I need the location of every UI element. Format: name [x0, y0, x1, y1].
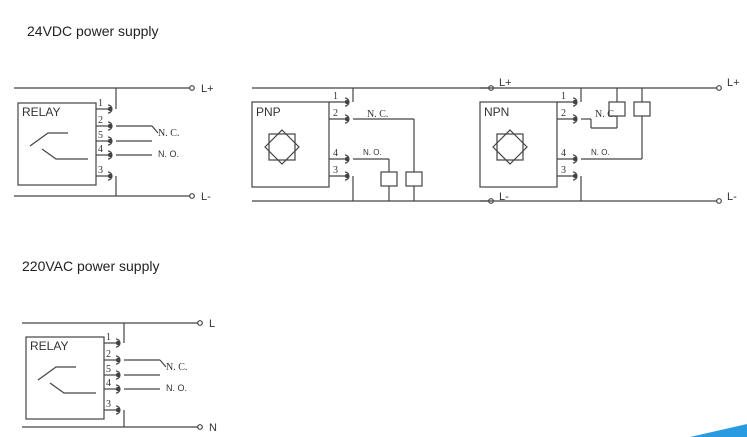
- relay-pin-number-1: 1: [106, 332, 111, 343]
- relay-socket-1-bullet: [115, 340, 121, 346]
- pnp-pin-number-1: 1: [333, 91, 338, 102]
- corner-accent-stripe: [690, 424, 747, 437]
- pnp-socket-2-bullet: [344, 116, 350, 122]
- npn-pin-number-4: 4: [561, 148, 566, 159]
- nc-label: N. C.: [166, 362, 187, 373]
- npn-socket-3-bullet: [572, 173, 578, 179]
- pnp-socket-4-bullet: [344, 156, 350, 162]
- pnp-sensor-diamond: [264, 129, 300, 165]
- relay-coil-line: [41, 148, 88, 160]
- pnp-pin-number-4: 4: [333, 148, 338, 159]
- relay-pin-number-4: 4: [98, 144, 103, 155]
- npn-label: NPN: [484, 105, 509, 119]
- pnp-lminus-label: L-: [499, 191, 509, 203]
- supply-top-label: L+: [201, 83, 214, 95]
- npn-pin-number-3: 3: [561, 165, 566, 176]
- relay-socket-1-bullet: [107, 106, 113, 112]
- terminal-bottom: [189, 193, 195, 199]
- no-label: N. O.: [166, 383, 187, 393]
- relay-pin-number-2: 2: [98, 115, 103, 126]
- supply-bottom-label: L-: [201, 191, 211, 203]
- relay-socket-3-bullet: [107, 173, 113, 179]
- relay-pin-number-5: 5: [98, 130, 103, 141]
- relay-socket-2-bullet: [115, 357, 121, 363]
- relay-socket-5-bullet: [115, 372, 121, 378]
- npn-pin-number-2: 2: [561, 108, 566, 119]
- npn-socket-2-bullet: [572, 116, 578, 122]
- pnp-socket-1-bullet: [344, 99, 350, 105]
- pnp-pin-number-2: 2: [333, 108, 338, 119]
- pnp-load-no: [380, 171, 398, 187]
- relay-pin-number-3: 3: [106, 399, 111, 410]
- pnp-load-nc: [405, 171, 423, 187]
- pnp-sensor-square: [268, 133, 296, 161]
- pnp-socket-3-bullet: [344, 173, 350, 179]
- relay-socket-3-bullet: [115, 407, 121, 413]
- terminal-bottom: [197, 424, 203, 430]
- pnp-box: [251, 101, 330, 188]
- nc-join: [151, 125, 159, 134]
- npn-socket-1-bullet: [572, 99, 578, 105]
- terminal-top: [189, 85, 195, 91]
- npn-lminus-label: L-: [727, 191, 737, 203]
- pnp-no-label: N. O.: [363, 148, 382, 157]
- supply-top-label: L: [209, 318, 215, 330]
- pnp-lplus-label: L+: [499, 77, 512, 89]
- npn-terminal-bottom: [716, 198, 722, 204]
- relay-socket-2-bullet: [107, 123, 113, 129]
- relay-pin-number-2: 2: [106, 349, 111, 360]
- relay-pin-number-3: 3: [98, 165, 103, 176]
- npn-sensor-diamond: [492, 129, 528, 165]
- npn-nc-label: N. C.: [595, 109, 616, 120]
- npn-sensor-square: [496, 133, 524, 161]
- relay-socket-4-bullet: [107, 152, 113, 158]
- dc-supply-heading: 24VDC power supply: [27, 23, 159, 39]
- terminal-top: [197, 320, 203, 326]
- npn-pin-number-1: 1: [561, 91, 566, 102]
- relay-pin-number-5: 5: [106, 364, 111, 375]
- relay-box: [17, 102, 97, 186]
- nc-join: [159, 359, 167, 368]
- npn-no-label: N. O.: [591, 148, 610, 157]
- supply-bottom-label: N: [209, 422, 217, 434]
- relay-pin-number-4: 4: [106, 378, 111, 389]
- no-label: N. O.: [158, 149, 179, 159]
- ac-supply-heading: 220VAC power supply: [22, 258, 160, 274]
- relay-contact-line: [37, 366, 76, 381]
- relay-box: [25, 336, 105, 420]
- relay-contact-line: [29, 132, 68, 147]
- npn-terminal-top: [716, 85, 722, 91]
- relay-label: RELAY: [30, 339, 68, 353]
- npn-box: [479, 101, 558, 188]
- relay-coil-line: [49, 382, 96, 394]
- npn-socket-4-bullet: [572, 156, 578, 162]
- nc-label: N. C.: [158, 128, 179, 139]
- npn-load-no: [633, 101, 651, 117]
- pnp-pin-number-3: 3: [333, 165, 338, 176]
- relay-pin-number-1: 1: [98, 98, 103, 109]
- relay-socket-5-bullet: [107, 138, 113, 144]
- npn-lplus-label: L+: [727, 77, 740, 89]
- relay-label: RELAY: [22, 105, 60, 119]
- pnp-label: PNP: [256, 105, 281, 119]
- relay-socket-4-bullet: [115, 386, 121, 392]
- pnp-nc-label: N. C.: [367, 109, 388, 120]
